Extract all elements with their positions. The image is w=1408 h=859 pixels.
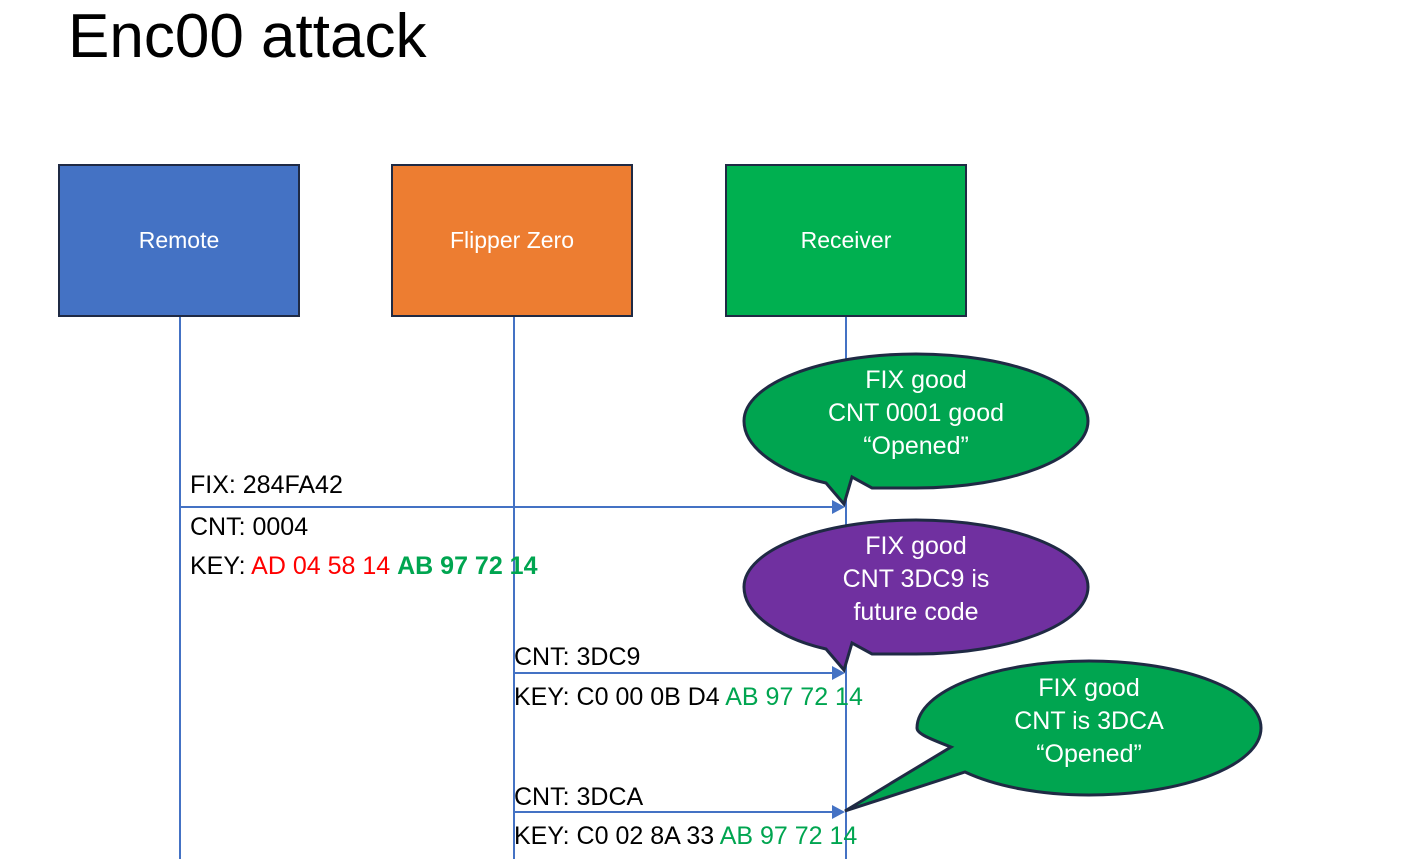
message-1-key-red: AD 04 58 14 (251, 552, 398, 580)
lifeline-flipper (513, 317, 515, 859)
speech-bubble-good-3: FIX good CNT is 3DCA “Opened” (843, 659, 1263, 813)
message-arrow-1 (179, 506, 834, 508)
message-arrowhead-3 (832, 805, 845, 819)
message-1-key: KEY: AD 04 58 14 AB 97 72 14 (190, 550, 537, 582)
message-arrow-2 (513, 672, 834, 674)
page-title: Enc00 attack (68, 2, 427, 71)
actor-box-remote: Remote (58, 164, 300, 317)
speech-bubble-shape-1 (742, 352, 1090, 508)
actor-label-flipper: Flipper Zero (450, 226, 574, 253)
speech-bubble-shape-3 (844, 659, 1263, 813)
message-3-key-green: AB 97 72 14 (719, 822, 858, 850)
actor-box-receiver: Receiver (725, 164, 967, 317)
message-1-key-label: KEY: (190, 552, 252, 580)
message-1-cnt: CNT: 0004 (190, 513, 309, 541)
message-3-cnt: CNT: 3DCA (514, 783, 644, 811)
speech-bubble-shape-2 (742, 518, 1090, 674)
actor-box-flipper: Flipper Zero (391, 164, 633, 317)
message-1-key-green: AB 97 72 14 (397, 552, 538, 580)
message-3-key: KEY: C0 02 8A 33 AB 97 72 14 (514, 820, 857, 852)
message-1-fix: FIX: 284FA42 (190, 471, 343, 499)
speech-bubble-future-2: FIX good CNT 3DC9 is future code (742, 518, 1090, 674)
message-2-key-label: KEY: C0 00 0B D4 (514, 683, 726, 711)
message-2-cnt: CNT: 3DC9 (514, 643, 641, 671)
lifeline-remote (179, 317, 181, 859)
actor-label-receiver: Receiver (800, 226, 892, 253)
message-2-key-green: AB 97 72 14 (725, 683, 863, 711)
message-arrow-3 (513, 811, 834, 813)
speech-bubble-good-1: FIX good CNT 0001 good “Opened” (742, 352, 1090, 508)
message-2-key: KEY: C0 00 0B D4 AB 97 72 14 (514, 681, 863, 713)
message-3-key-label: KEY: C0 02 8A 33 (514, 822, 720, 850)
actor-label-remote: Remote (138, 226, 220, 253)
